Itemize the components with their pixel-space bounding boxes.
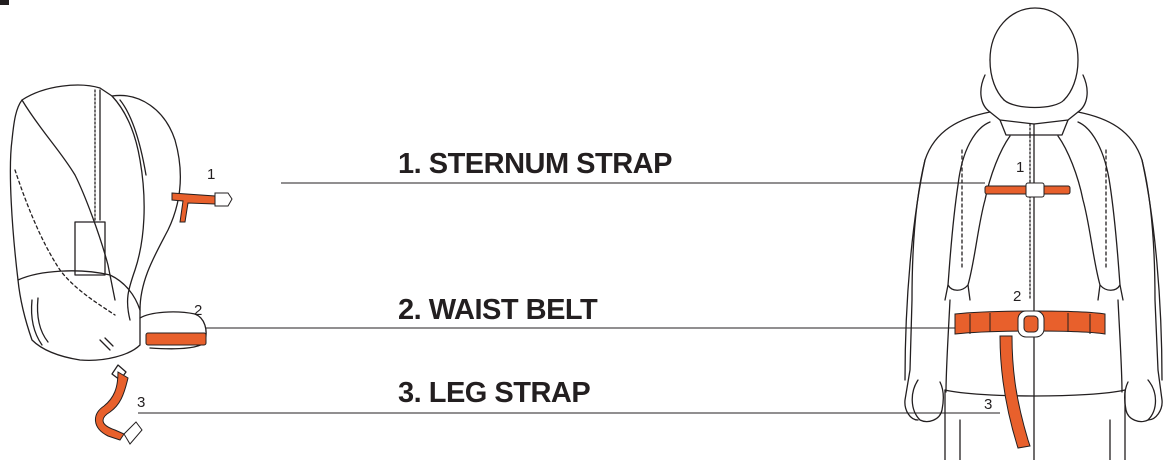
- person-straps: [954, 182, 1106, 449]
- callout-number-3-pack: 3: [137, 394, 146, 411]
- backpack-straps: [95, 192, 233, 445]
- callout-number-2-person: 2: [1013, 288, 1022, 305]
- callout-number-2-pack: 2: [194, 302, 203, 319]
- label-leg-strap: 3. LEG STRAP: [398, 377, 591, 409]
- backpack-side-view: [9, 84, 207, 381]
- person-front-view: [904, 7, 1163, 460]
- callout-number-1-pack: 1: [207, 166, 216, 183]
- corner-mark: [0, 0, 9, 5]
- label-sternum-strap: 1. STERNUM STRAP: [398, 148, 672, 180]
- callout-number-1-person: 1: [1016, 159, 1025, 176]
- leader-lines: [138, 182, 1000, 414]
- label-waist-belt: 2. WAIST BELT: [398, 294, 598, 326]
- callout-number-3-person: 3: [984, 396, 993, 413]
